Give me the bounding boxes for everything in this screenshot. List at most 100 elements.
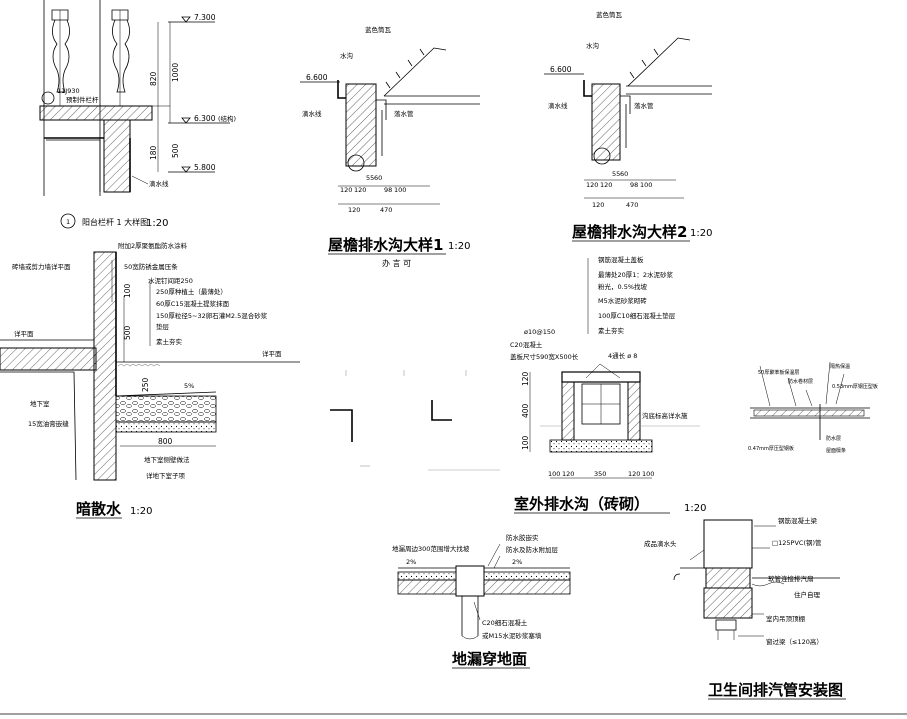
svg-text:附加2厚聚氨酯防水涂料: 附加2厚聚氨酯防水涂料 — [118, 241, 188, 250]
svg-text:100: 100 — [123, 283, 132, 298]
svg-text:0.47mm厚压型钢板: 0.47mm厚压型钢板 — [748, 445, 794, 452]
svg-text:素土夯实: 素土夯实 — [598, 326, 625, 335]
svg-text:地下室侧壁做法: 地下室侧壁做法 — [144, 455, 190, 464]
svg-text:50厚聚苯板保温层: 50厚聚苯板保温层 — [758, 369, 799, 376]
svg-text:55: 55 — [366, 174, 374, 182]
svg-text:详地下室子项: 详地下室子项 — [146, 471, 186, 480]
central-corner-marks — [330, 370, 500, 471]
svg-text:1:20: 1:20 — [130, 506, 152, 517]
balcony-railing-detail: 7.300 6.300 (结构) 5.800 820 1000 500 180 … — [39, 0, 236, 229]
svg-text:素土夯实: 素土夯实 — [156, 337, 183, 346]
svg-text:120: 120 — [340, 186, 352, 194]
svg-text:C20混凝土: C20混凝土 — [510, 340, 543, 349]
svg-text:2%: 2% — [406, 558, 416, 566]
svg-text:卫生间排汽管安装图: 卫生间排汽管安装图 — [708, 681, 843, 699]
svg-text:820: 820 — [149, 71, 158, 86]
svg-text:成品滴水头: 成品滴水头 — [644, 539, 677, 548]
svg-text:100厚C10细石混凝土垫层: 100厚C10细石混凝土垫层 — [598, 311, 676, 320]
hidden-apron-detail: 800 100 500 250 5% 附加2厚聚氨酯防水涂料 50宽防锈金属压条… — [0, 241, 300, 519]
svg-text:水沟: 水沟 — [586, 41, 599, 50]
svg-text:防水及防水附加层: 防水及防水附加层 — [506, 545, 559, 554]
svg-text:100: 100 — [548, 470, 560, 478]
elevation-6300: 6.300 (结构) — [168, 114, 236, 124]
svg-text:阳台栏杆 1 大样图: 阳台栏杆 1 大样图 — [82, 217, 148, 227]
svg-text:1: 1 — [66, 218, 70, 226]
svg-text:2%: 2% — [512, 558, 522, 566]
svg-text:250: 250 — [141, 377, 150, 392]
svg-text:1:20: 1:20 — [146, 218, 168, 229]
svg-text:防水卷材层: 防水卷材层 — [788, 378, 813, 385]
svg-text:120: 120 — [521, 371, 530, 386]
svg-text:滴水线: 滴水线 — [149, 179, 169, 188]
elevation-5800: 5.800 — [168, 163, 216, 173]
svg-text:1000: 1000 — [171, 63, 180, 82]
elevation-7300: 7.300 — [168, 13, 216, 23]
svg-text:屋面檩条: 屋面檩条 — [826, 447, 846, 454]
svg-text:砖墙或剪力墙详平面: 砖墙或剪力墙详平面 — [12, 262, 71, 271]
svg-text:120: 120 — [562, 470, 574, 478]
svg-text:C20细石混凝土: C20细石混凝土 — [482, 618, 528, 627]
svg-text:□125PVC(钢)管: □125PVC(钢)管 — [772, 538, 822, 547]
svg-text:350: 350 — [594, 470, 606, 478]
svg-text:预制件栏杆: 预制件栏杆 — [66, 95, 99, 104]
svg-text:5.800: 5.800 — [194, 163, 216, 172]
svg-text:详平面: 详平面 — [262, 349, 282, 358]
svg-text:地漏穿地面: 地漏穿地面 — [452, 650, 527, 668]
bathroom-exhaust-pipe-detail: 钢筋混凝土梁 □125PVC(钢)管 成品滴水头 软管连接排汽扇 住户自理 室内… — [644, 516, 846, 700]
svg-text:或M15水泥砂浆塞填: 或M15水泥砂浆塞填 — [482, 631, 542, 640]
svg-text:120: 120 — [586, 181, 598, 189]
svg-text:100: 100 — [642, 470, 654, 478]
svg-text:470: 470 — [626, 201, 638, 209]
svg-text:50宽防锈金属压条: 50宽防锈金属压条 — [124, 262, 178, 271]
svg-text:500: 500 — [171, 143, 180, 158]
svg-text:防水胶嵌实: 防水胶嵌实 — [506, 533, 539, 542]
small-roof-panel-detail: 50厚聚苯板保温层 防水卷材层 0.53mm厚钢压型板 隔热保温 0.47mm厚… — [748, 361, 878, 454]
svg-text:防水层: 防水层 — [826, 435, 841, 442]
svg-text:120: 120 — [600, 181, 612, 189]
svg-text:120: 120 — [354, 186, 366, 194]
svg-text:60厚C15混凝土提浆抹面: 60厚C15混凝土提浆抹面 — [156, 299, 230, 308]
baluster-right — [111, 9, 130, 106]
svg-text:室内吊顶顶棚: 室内吊顶顶棚 — [766, 614, 806, 623]
svg-text:钢筋混凝土盖板: 钢筋混凝土盖板 — [598, 255, 644, 264]
svg-text:蓝色筒瓦: 蓝色筒瓦 — [596, 10, 623, 19]
svg-text:800: 800 — [158, 437, 173, 446]
svg-text:滴水线: 滴水线 — [548, 101, 568, 110]
svg-text:垫层: 垫层 — [156, 322, 170, 331]
svg-text:500: 500 — [123, 325, 132, 340]
svg-text:屋檐排水沟大样2: 屋檐排水沟大样2 — [572, 223, 687, 241]
svg-text:屋檐排水沟大样1: 屋檐排水沟大样1 — [328, 236, 443, 254]
svg-text:地漏周边300范围增大找坡: 地漏周边300范围增大找坡 — [392, 544, 470, 553]
svg-text:(结构): (结构) — [218, 114, 236, 123]
outdoor-drain-ditch-detail: 钢筋混凝土盖板 最薄处20厚1：2水泥砂浆 粉光，0.5%找坡 M5水泥砂浆砌砖… — [510, 255, 706, 514]
eave-gutter-detail-2: 6.600 蓝色筒瓦 水沟 滴水线 落水管 120 120 55 60 98 1… — [544, 10, 712, 242]
svg-text:沟底标高详水施: 沟底标高详水施 — [642, 411, 688, 420]
svg-text:180: 180 — [149, 145, 158, 160]
svg-text:6.600: 6.600 — [306, 73, 328, 82]
svg-text:100: 100 — [640, 181, 652, 189]
svg-text:办 言 可: 办 言 可 — [382, 258, 411, 268]
eave-gutter-detail-1: 6.600 蓝色筒瓦 水沟 滴水线 落水管 120 120 55 60 98 1… — [300, 25, 480, 268]
svg-text:软管连接排汽扇: 软管连接排汽扇 — [768, 574, 814, 583]
svg-text:住户自理: 住户自理 — [794, 590, 821, 599]
svg-text:水沟: 水沟 — [340, 51, 353, 60]
svg-text:地下室: 地下室 — [30, 399, 50, 408]
svg-text:55: 55 — [612, 170, 620, 178]
svg-text:4通长 ø 8: 4通长 ø 8 — [608, 351, 637, 360]
svg-text:暗散水: 暗散水 — [76, 500, 122, 518]
svg-text:60: 60 — [374, 174, 382, 182]
svg-text:11J930: 11J930 — [57, 87, 80, 95]
svg-text:详平面: 详平面 — [14, 329, 34, 338]
svg-text:M5水泥砂浆砌砖: M5水泥砂浆砌砖 — [598, 296, 647, 305]
svg-text:水泥钉间距250: 水泥钉间距250 — [148, 276, 193, 285]
svg-text:100: 100 — [394, 186, 406, 194]
svg-text:落水管: 落水管 — [394, 109, 414, 118]
svg-text:250厚种植土（最薄处）: 250厚种植土（最薄处） — [156, 287, 227, 296]
svg-text:120: 120 — [348, 206, 360, 214]
svg-text:落水管: 落水管 — [634, 101, 654, 110]
svg-text:400: 400 — [521, 403, 530, 418]
svg-text:6.300: 6.300 — [194, 114, 216, 123]
svg-text:盖板尺寸590宽X500长: 盖板尺寸590宽X500长 — [510, 352, 579, 361]
svg-text:滴水线: 滴水线 — [302, 109, 322, 118]
